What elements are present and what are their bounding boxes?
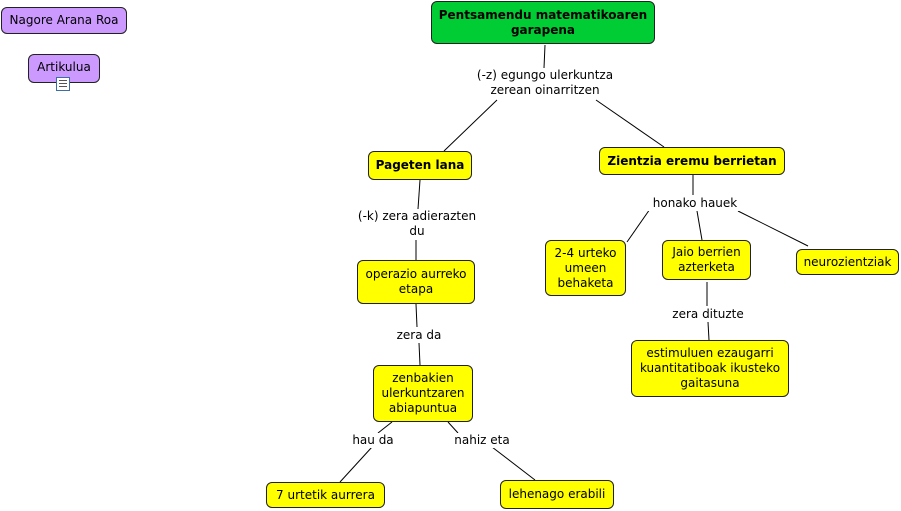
link-label-root: (-z) egungo ulerkuntza zerean oinarritze… [470,68,620,98]
root-node[interactable]: Pentsamendu matematikoaren garapena [431,1,655,44]
newborn-node[interactable]: Jaio berrien azterketa [662,240,751,280]
link-label-zera-dituzte: zera dituzte [664,307,752,322]
earlier-node[interactable]: lehenago erabili [500,480,614,509]
line-haudа-seven [339,446,373,483]
numbers-node[interactable]: zenbakien ulerkuntzaren abiapuntua [373,365,473,422]
line-label-neuro [737,210,809,247]
neuro-node[interactable]: neurozientziak [796,249,899,275]
line-label-stimuli [707,321,710,341]
document-icon[interactable] [56,77,70,91]
line-preop-label [415,303,418,328]
line-label-piaget [443,99,498,152]
stimuli-node[interactable]: estimuluen ezaugarri kuantitatiboak ikus… [631,340,789,397]
link-label-hau-da: hau da [346,433,400,448]
line-label-numbers [418,342,421,366]
seven-years-node[interactable]: 7 urtetik aurrera [266,482,385,508]
preop-node[interactable]: operazio aurreko etapa [357,260,475,304]
kids-node[interactable]: 2-4 urteko umeen behaketa [545,240,626,296]
link-label-honako: honako hauek [646,196,744,211]
line-numbers-nahiz [447,421,459,434]
link-label-piaget: (-k) zera adierazten du [350,209,484,239]
author-node[interactable]: Nagore Arana Roa [1,7,127,34]
line-label-newfields [595,99,665,148]
line-label-kids [626,208,651,243]
line-numbers-haudа [377,421,393,434]
piaget-node[interactable]: Pageten lana [368,151,472,180]
new-fields-node[interactable]: Zientzia eremu berrietan [599,147,785,175]
link-label-zera-da: zera da [390,328,448,343]
link-label-nahiz-eta: nahiz eta [448,433,516,448]
line-label-newborn [696,210,703,241]
line-piaget-label [417,179,421,210]
line-nahiz-earlier [491,446,536,481]
line-root-label [543,44,546,69]
